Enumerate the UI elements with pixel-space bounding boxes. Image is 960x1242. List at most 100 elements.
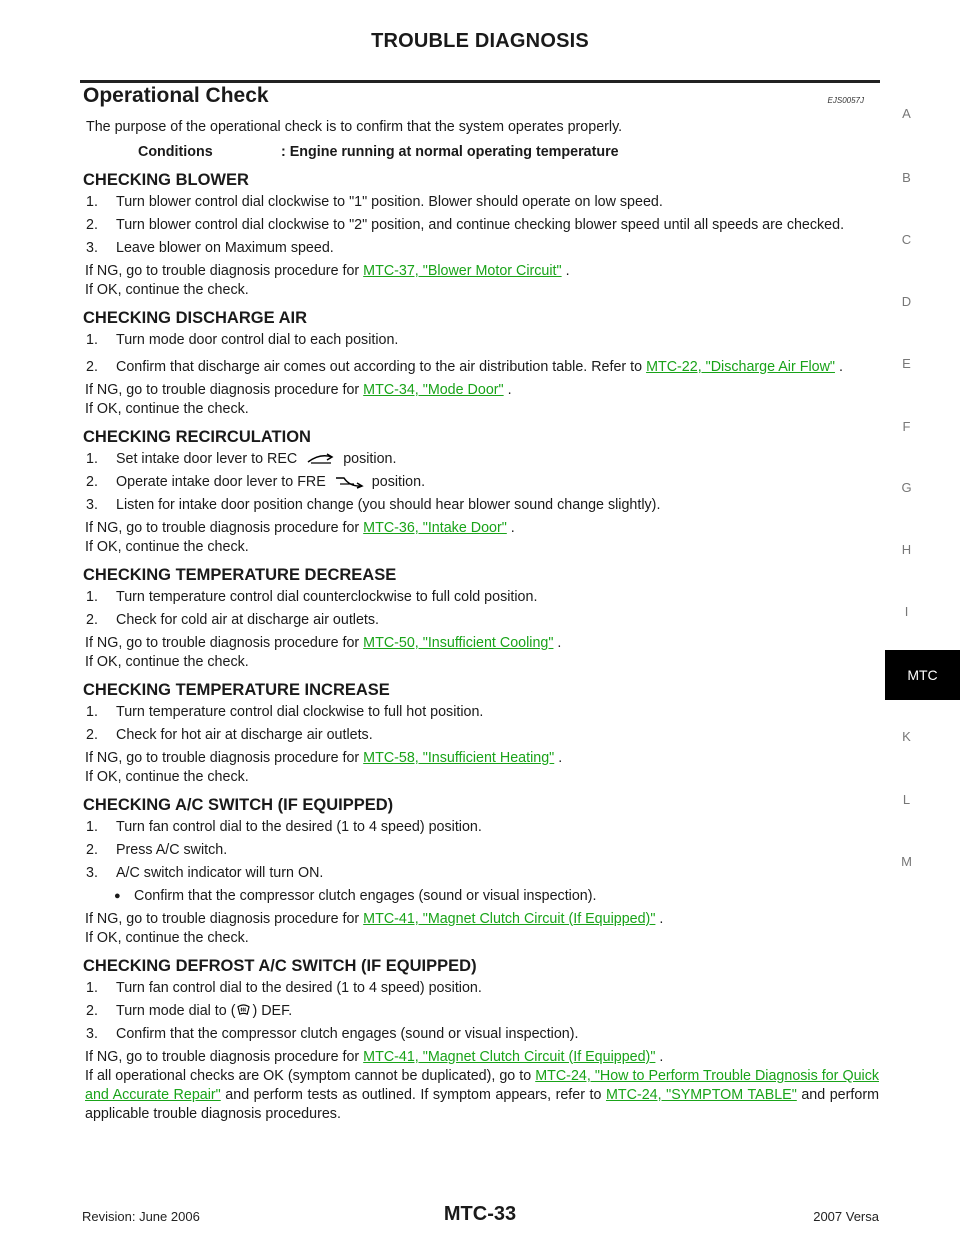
heading-discharge: CHECKING DISCHARGE AIR: [83, 309, 307, 327]
step-number: 2.: [86, 842, 98, 858]
sidebar-tab-l[interactable]: L: [902, 792, 911, 807]
ng-text: If NG, go to trouble diagnosis procedure…: [85, 1049, 360, 1065]
ok-text: If OK, continue the check.: [85, 282, 249, 298]
conditions-label: Conditions: [138, 144, 213, 160]
step-number: 1.: [86, 332, 98, 348]
link-insufficient-heating[interactable]: MTC-58, "Insufficient Heating": [363, 750, 555, 766]
block-temperature-increase: CHECKING TEMPERATURE INCREASE 1.Turn tem…: [83, 681, 879, 787]
step-text: Operate intake door lever to FRE: [116, 474, 326, 490]
step-number: 2.: [86, 474, 98, 490]
sidebar-tab-d[interactable]: D: [901, 294, 912, 309]
step: 3.A/C switch indicator will turn ON.: [86, 864, 879, 883]
step-number: 2.: [86, 1003, 98, 1019]
footer-model: 2007 Versa: [813, 1209, 879, 1224]
step-number: 1.: [86, 451, 98, 467]
sidebar-tab-b[interactable]: B: [902, 170, 911, 185]
block-recirculation: CHECKING RECIRCULATION 1. Set intake door…: [83, 428, 879, 557]
sidebar-tab-h[interactable]: H: [901, 542, 912, 557]
step-text: Press A/C switch.: [116, 842, 228, 858]
step: 1. Set intake door lever to REC position.: [86, 450, 879, 469]
ng-note: If NG, go to trouble diagnosis procedure…: [85, 1048, 879, 1124]
step-text: Confirm that discharge air comes out acc…: [116, 359, 643, 375]
block-discharge: CHECKING DISCHARGE AIR 1. Turn mode door …: [83, 309, 879, 419]
step-text: Listen for intake door position change (…: [116, 497, 661, 513]
link-magnet-clutch-circuit[interactable]: MTC-41, "Magnet Clutch Circuit (If Equip…: [363, 1049, 656, 1065]
ng-note: If NG, go to trouble diagnosis procedure…: [85, 519, 879, 557]
link-magnet-clutch-circuit[interactable]: MTC-41, "Magnet Clutch Circuit (If Equip…: [363, 911, 656, 927]
step-post: .: [838, 359, 843, 375]
step-number: 1.: [86, 194, 98, 210]
ng-note: If NG, go to trouble diagnosis procedure…: [85, 381, 879, 419]
step-text: position.: [371, 474, 426, 490]
ng-note: If NG, go to trouble diagnosis procedure…: [85, 634, 879, 672]
ng-text: If NG, go to trouble diagnosis procedure…: [85, 635, 360, 651]
sidebar-tab-k[interactable]: K: [902, 729, 911, 744]
link-symptom-table[interactable]: MTC-24, "SYMPTOM TABLE": [605, 1087, 797, 1103]
step-text: Turn mode door control dial to each posi…: [116, 332, 399, 348]
step: 1.Turn fan control dial to the desired (…: [86, 979, 879, 998]
step: 3. Listen for intake door position change…: [86, 496, 879, 515]
ng-text: If NG, go to trouble diagnosis procedure…: [85, 911, 360, 927]
block-defrost-switch: CHECKING DEFROST A/C SWITCH (IF EQUIPPED…: [83, 957, 879, 1124]
step-number: 2.: [86, 612, 98, 628]
ng-post: .: [565, 263, 570, 279]
ng-post: .: [507, 382, 512, 398]
bullet-text: Confirm that the compressor clutch engag…: [134, 888, 597, 904]
link-intake-door[interactable]: MTC-36, "Intake Door": [363, 520, 507, 536]
sidebar-tab-mtc[interactable]: MTC: [885, 650, 960, 700]
heading-ac-switch: CHECKING A/C SWITCH (IF EQUIPPED): [83, 796, 394, 814]
step-number: 3.: [86, 497, 98, 513]
ok-text: If OK, continue the check.: [85, 930, 249, 946]
link-discharge-air-flow[interactable]: MTC-22, "Discharge Air Flow": [646, 359, 835, 375]
step: 2.Check for hot air at discharge air out…: [86, 726, 879, 745]
section-code: EJS0057J: [827, 96, 864, 105]
heading-recirculation: CHECKING RECIRCULATION: [83, 428, 311, 446]
link-mode-door[interactable]: MTC-34, "Mode Door": [363, 382, 504, 398]
step: 1. Turn fan control dial to the desired (…: [86, 818, 879, 837]
block-ac-switch: CHECKING A/C SWITCH (IF EQUIPPED) 1. Turn…: [83, 796, 879, 948]
intro-text: The purpose of the operational check is …: [86, 119, 623, 135]
step: 1. Turn mode door control dial to each po…: [86, 331, 879, 350]
step-text: position.: [343, 451, 397, 467]
step-number: 2.: [86, 217, 98, 233]
sidebar-tab-e[interactable]: E: [902, 356, 911, 371]
final-note: If all operational checks are OK (sympto…: [85, 1067, 879, 1124]
step-text: Confirm that the compressor clutch engag…: [116, 1026, 579, 1042]
step: 2. Turn blower control dial clockwise to …: [86, 216, 879, 235]
sidebar-tab-i[interactable]: I: [904, 604, 909, 619]
step-number: 1.: [86, 819, 98, 835]
link-insufficient-cooling[interactable]: MTC-50, "Insufficient Cooling": [363, 635, 554, 651]
step: 3.Confirm that the compressor clutch eng…: [86, 1025, 879, 1044]
content: The purpose of the operational check is …: [83, 118, 879, 1124]
conditions-value: : Engine running at normal operating tem…: [281, 144, 619, 160]
link-blower-motor-circuit[interactable]: MTC-37, "Blower Motor Circuit": [363, 263, 562, 279]
sidebar-tab-c[interactable]: C: [901, 232, 912, 247]
link-how-to-perform[interactable]: MTC-24, "How to Perform Trouble Diagnosi…: [85, 1068, 879, 1103]
step-text: Turn temperature control dial clockwise …: [116, 704, 484, 720]
heading-blower: CHECKING BLOWER: [83, 171, 249, 189]
step-text: Set intake door lever to REC: [116, 451, 298, 467]
header-title: TROUBLE DIAGNOSIS: [371, 30, 589, 52]
section-title: Operational Check: [83, 84, 269, 107]
sidebar-tab-m[interactable]: M: [901, 854, 912, 869]
sidebar-tab-f[interactable]: F: [902, 419, 911, 434]
sidebar-tab-a[interactable]: A: [902, 106, 911, 121]
ng-text: If NG, go to trouble diagnosis procedure…: [85, 382, 360, 398]
heading-defrost-switch: CHECKING DEFROST A/C SWITCH (IF EQUIPPED…: [83, 957, 477, 975]
final-text: and perform tests as outlined. If sympto…: [225, 1087, 602, 1103]
step-text: Turn blower control dial clockwise to "2…: [116, 217, 845, 233]
step: 1.Turn temperature control dial counterc…: [86, 588, 879, 607]
ng-post: .: [558, 750, 563, 766]
sidebar-tab-g[interactable]: G: [901, 480, 912, 495]
block-blower: CHECKING BLOWER 1. Turn blower control di…: [83, 171, 879, 300]
conditions: Conditions : Engine running at normal ope…: [138, 143, 879, 162]
ok-text: If OK, continue the check.: [85, 401, 249, 417]
final-text: If all operational checks are OK (sympto…: [85, 1068, 532, 1084]
step-text: Check for hot air at discharge air outle…: [116, 727, 373, 743]
step-number: 1.: [86, 589, 98, 605]
step-text: Turn fan control dial to the desired (1 …: [116, 819, 482, 835]
ng-text: If NG, go to trouble diagnosis procedure…: [85, 520, 360, 536]
footer-revision: Revision: June 2006: [82, 1209, 200, 1224]
step-text: Turn blower control dial clockwise to "1…: [116, 194, 663, 210]
header-rule: [80, 80, 880, 83]
